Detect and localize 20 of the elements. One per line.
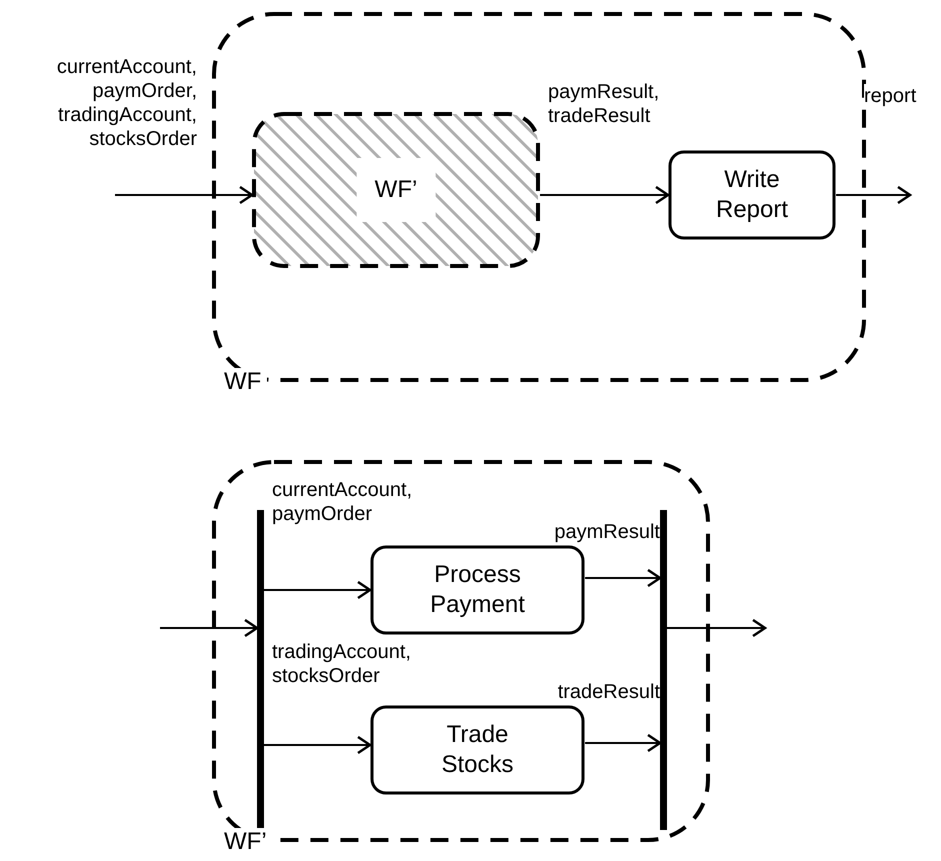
arrow: [836, 186, 912, 204]
task-box: [668, 150, 836, 240]
task-box: [370, 705, 585, 795]
task-label: Process Payment: [430, 560, 525, 620]
arrow: [160, 618, 258, 638]
arrow: [585, 734, 662, 752]
arrow: [540, 186, 670, 204]
task-box: [370, 545, 585, 635]
sync-bar: [257, 510, 264, 830]
arrow: [264, 580, 372, 600]
subworkflow-label: WF’: [356, 158, 436, 222]
task-label: Write Report: [716, 165, 788, 225]
task-label: Trade Stocks: [442, 720, 514, 780]
arrow: [667, 618, 766, 638]
edge-label: report: [864, 84, 916, 108]
arrow: [115, 186, 254, 204]
subworkflow-box: [252, 112, 540, 268]
sync-bar: [660, 510, 667, 830]
arrow: [585, 568, 662, 588]
arrow: [264, 736, 372, 754]
